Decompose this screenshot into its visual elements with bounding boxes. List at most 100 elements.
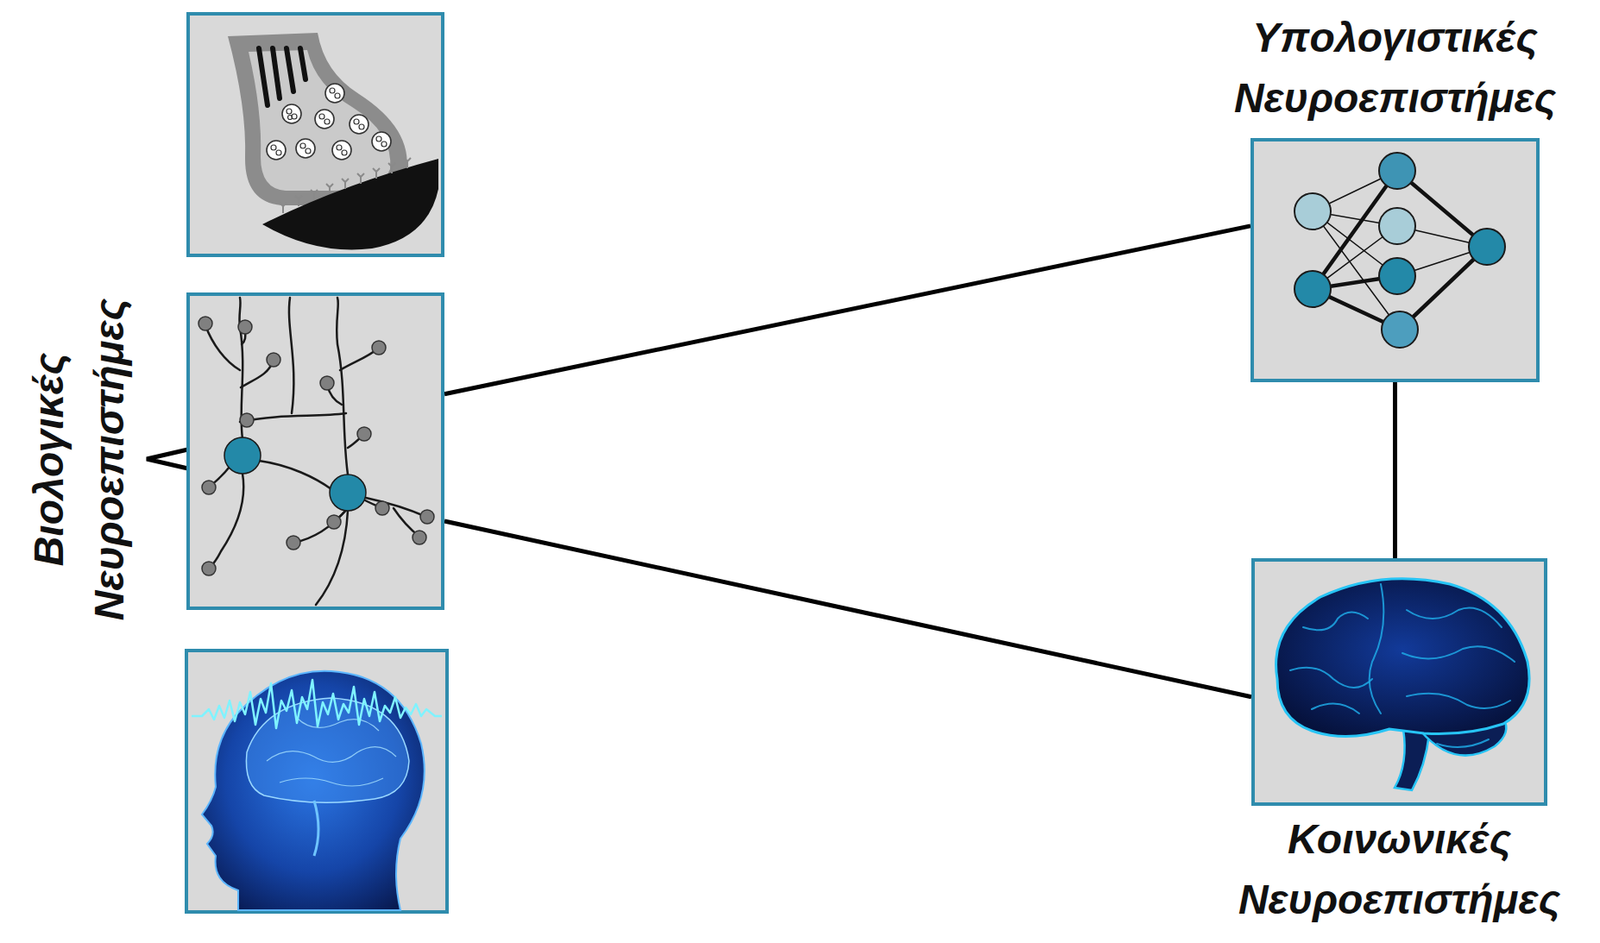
- brain-picture: [1253, 560, 1546, 805]
- drawing-part: [272, 48, 280, 99]
- drawing-part: [201, 561, 216, 576]
- drawing-part: [372, 168, 380, 179]
- drawing-part: [371, 132, 391, 152]
- drawing-part: [279, 778, 384, 787]
- drawing-part: [300, 143, 306, 149]
- drawing-part: [296, 138, 315, 158]
- drawing-part: [1290, 667, 1373, 688]
- field-heading: Υπολογιστικές Νευροεπιστήμες: [1205, 7, 1586, 128]
- drawing-part: [266, 140, 286, 160]
- drawing-part: [314, 800, 319, 857]
- drawing-part: [201, 480, 216, 495]
- network-picture: [1252, 139, 1538, 381]
- drawing-part: [315, 510, 348, 605]
- drawing-part: [205, 297, 427, 605]
- drawing-part: [293, 508, 348, 543]
- drawing-part: [1294, 193, 1331, 230]
- drawing-part: [334, 93, 341, 99]
- drawing-part: [314, 109, 334, 129]
- drawing-part: [1468, 228, 1506, 265]
- drawing-part: [329, 474, 366, 511]
- field-heading: Βιολογικές Νευροεπιστήμες: [18, 269, 139, 649]
- drawing-part: [1294, 270, 1331, 308]
- drawing-part: [198, 316, 435, 576]
- head-eeg-picture: [186, 650, 448, 913]
- drawing-part: [376, 136, 382, 142]
- drawing-part: [375, 501, 390, 516]
- drawing-part: [1311, 704, 1360, 714]
- drawing-part: [276, 150, 282, 156]
- drawing-part: [1406, 693, 1511, 709]
- drawing-part: [329, 88, 335, 94]
- image-box: Βιολογικές Νευροεπιστήμες: [186, 292, 445, 611]
- drawing-part: [420, 510, 435, 524]
- drawing-part: [188, 294, 443, 609]
- drawing-part: [1294, 152, 1506, 348]
- connector-line: [444, 226, 1251, 395]
- drawing-part: [320, 376, 334, 391]
- drawing-part: [205, 325, 240, 371]
- drawing-part: [403, 157, 411, 169]
- drawing-part: [224, 437, 261, 474]
- drawing-part: [340, 348, 378, 371]
- drawing-part: [262, 158, 439, 250]
- drawing-part: [341, 150, 347, 156]
- drawing-part: [240, 361, 273, 388]
- drawing-part: [1379, 152, 1416, 189]
- drawing-part: [288, 115, 293, 120]
- drawing-part: [186, 650, 448, 913]
- drawing-part: [349, 114, 369, 134]
- drawing-part: [388, 163, 396, 174]
- connector-line: [444, 521, 1252, 698]
- drawing-part: [327, 515, 341, 530]
- field-heading: Κοινωνικές Νευροεπιστήμες: [1209, 809, 1590, 930]
- drawing-part: [1252, 139, 1538, 381]
- drawing-part: [1394, 729, 1430, 791]
- drawing-part: [341, 178, 349, 189]
- bracket: [146, 448, 192, 470]
- drawing-part: [324, 119, 330, 125]
- drawing-part: [286, 108, 292, 114]
- drawing-part: [289, 297, 294, 414]
- drawing-part: [279, 157, 411, 214]
- connector-line: [1392, 382, 1398, 559]
- drawing-part: [270, 88, 387, 156]
- image-box: Υπολογιστικές Νευροεπιστήμες: [1250, 138, 1540, 383]
- drawing-part: [1379, 258, 1416, 295]
- drawing-part: [286, 48, 294, 92]
- drawing-part: [1369, 584, 1385, 714]
- drawing-part: [248, 50, 391, 191]
- drawing-part: [1402, 646, 1515, 662]
- drawing-part: [258, 460, 332, 490]
- drawing-part: [365, 497, 427, 517]
- drawing-part: [325, 83, 345, 103]
- drawing-part: [300, 48, 306, 80]
- drawing-part: [266, 718, 397, 787]
- drawing-part: [336, 144, 342, 151]
- drawing-part: [1379, 207, 1416, 245]
- drawing-part: [239, 413, 347, 423]
- drawing-part: [357, 173, 365, 184]
- drawing-part: [359, 124, 365, 130]
- neuron-picture: [188, 294, 443, 609]
- drawing-part: [279, 202, 287, 214]
- drawing-part: [282, 104, 302, 124]
- image-box: Κοινωνικές Νευροεπιστήμες: [1251, 558, 1548, 807]
- drawing-part: [258, 48, 268, 106]
- drawing-part: [286, 535, 301, 550]
- drawing-part: [381, 141, 387, 147]
- drawing-part: [266, 352, 281, 367]
- drawing-part: [1381, 311, 1418, 348]
- drawing-part: [357, 427, 372, 441]
- drawing-part: [1436, 739, 1489, 748]
- drawing-part: [295, 195, 303, 207]
- drawing-part: [371, 340, 386, 355]
- drawing-part: [266, 747, 397, 763]
- drawing-part: [412, 530, 427, 545]
- drawing-part: [258, 48, 306, 106]
- drawing-part: [239, 413, 254, 428]
- drawing-part: [1406, 608, 1502, 629]
- drawing-part: [332, 140, 352, 160]
- drawing-part: [336, 297, 348, 475]
